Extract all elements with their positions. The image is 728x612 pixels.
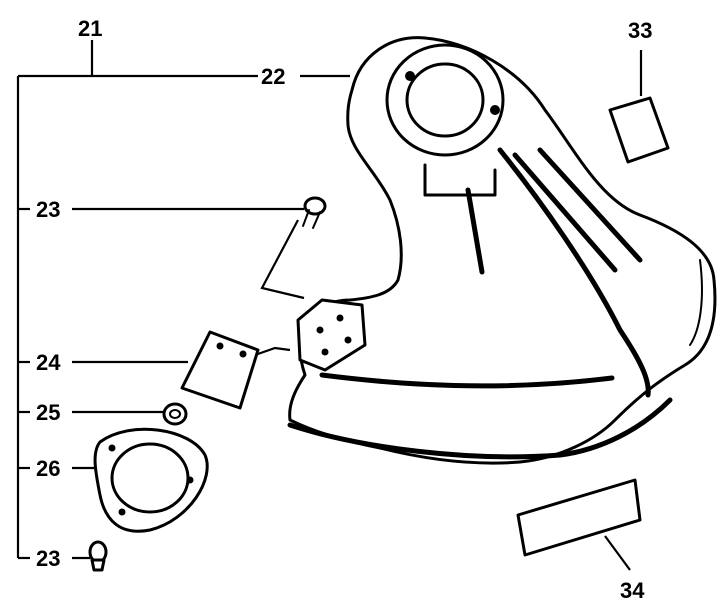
screw-23-upper — [302, 196, 327, 229]
callout-24: 24 — [36, 350, 61, 375]
guard-housing — [287, 36, 717, 465]
callout-26: 26 — [36, 456, 60, 481]
callout-22: 22 — [261, 64, 285, 89]
label-34 — [516, 478, 642, 557]
spacer-plate-24 — [180, 330, 260, 410]
bolt-23-lower — [88, 540, 108, 572]
callout-23-bolt: 23 — [36, 546, 60, 571]
washer-plate-26 — [93, 427, 209, 533]
label-33 — [608, 96, 670, 164]
nut-25 — [162, 402, 188, 426]
callout-33: 33 — [628, 18, 652, 43]
callout-23-screw: 23 — [36, 197, 60, 222]
callout-25: 25 — [36, 400, 60, 425]
callout-21: 21 — [78, 16, 102, 41]
assembly-bracket — [16, 40, 350, 560]
callout-34: 34 — [620, 578, 645, 603]
